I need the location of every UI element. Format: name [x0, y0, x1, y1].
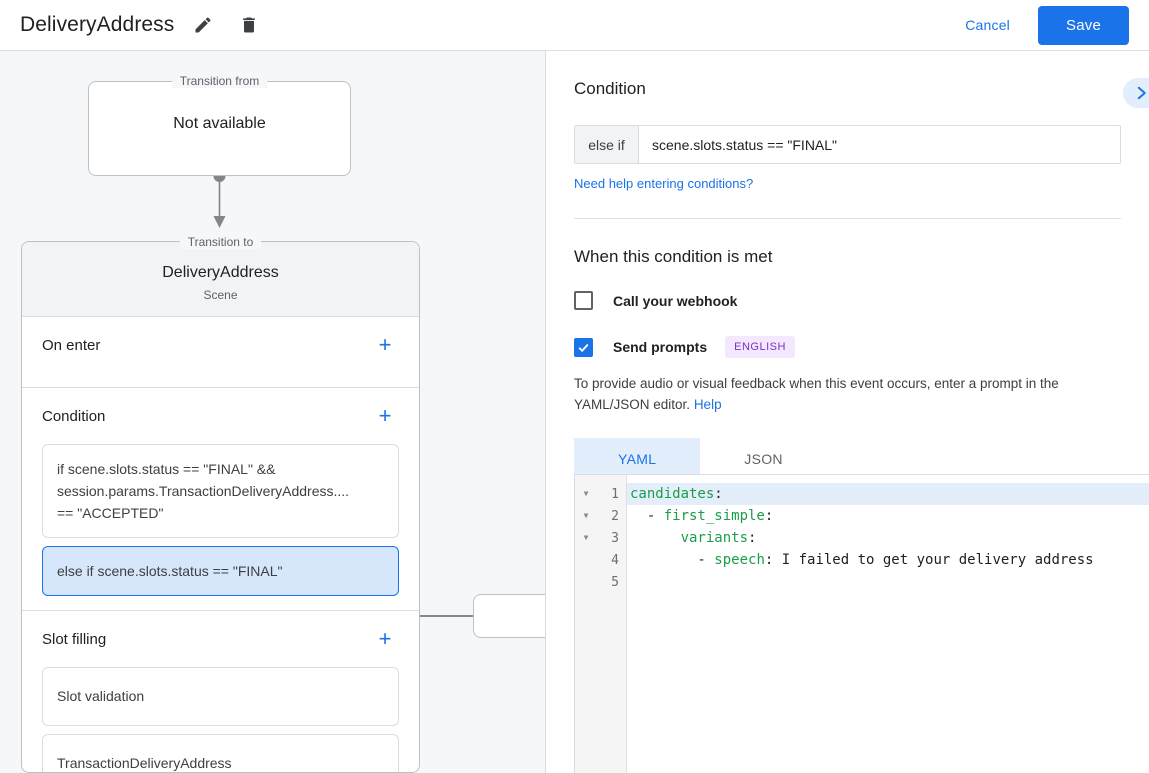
code-token-punct: :: [748, 530, 757, 546]
gutter-row[interactable]: ▼1: [575, 483, 626, 505]
code-line[interactable]: [627, 571, 1149, 593]
connector-arrow-down: [213, 176, 226, 228]
transition-from-node[interactable]: Transition from Not available: [88, 74, 351, 176]
condition-section-title: Condition: [574, 79, 646, 98]
add-slot-button[interactable]: +: [378, 626, 392, 652]
section-condition: Condition + if scene.slots.status == "FI…: [22, 388, 419, 612]
fold-triangle-icon[interactable]: ▼: [583, 511, 589, 520]
line-number: 4: [611, 552, 619, 568]
tab-json[interactable]: JSON: [744, 450, 783, 467]
fold-triangle-icon[interactable]: ▼: [583, 489, 589, 498]
send-prompts-checkbox[interactable]: [574, 337, 593, 357]
when-condition-met-title: When this condition is met: [574, 247, 773, 266]
webhook-row[interactable]: Call your webhook: [574, 291, 1121, 310]
condition-item-if[interactable]: if scene.slots.status == "FINAL" && sess…: [42, 444, 399, 539]
editor-code-area[interactable]: candidates: - first_simple: variants: - …: [627, 475, 1149, 773]
slot-item-transaction-delivery-address[interactable]: TransactionDeliveryAddress: [42, 733, 399, 772]
transition-from-value: Not available: [173, 115, 266, 132]
code-line[interactable]: - first_simple:: [627, 505, 1149, 527]
prompts-description-text: To provide audio or visual feedback when…: [574, 376, 1059, 412]
section-on-enter-title: On enter: [42, 336, 101, 354]
section-condition-head: Condition +: [42, 388, 399, 444]
code-token-punct: :: [714, 486, 723, 502]
chevron-right-icon: [1137, 86, 1146, 100]
code-token-punct: -: [630, 552, 715, 568]
code-token-key: speech: [714, 552, 765, 568]
code-line[interactable]: - speech: I failed to get your delivery …: [627, 549, 1149, 571]
send-prompts-label: Send prompts: [613, 339, 708, 355]
code-line[interactable]: candidates:: [627, 483, 1149, 505]
add-on-enter-button[interactable]: +: [378, 332, 392, 357]
code-token-punct: -: [630, 508, 664, 524]
section-on-enter-head: On enter +: [42, 317, 399, 373]
scene-header: DeliveryAddress Scene: [22, 242, 419, 317]
target-node-partial[interactable]: [473, 594, 545, 638]
transition-from-legend: Transition from: [171, 74, 268, 88]
details-panel: Condition else if Need help entering con…: [545, 51, 1149, 773]
page-title: DeliveryAddress: [20, 13, 175, 36]
tab-yaml[interactable]: YAML: [574, 437, 701, 480]
gutter-row[interactable]: ▼2: [575, 505, 626, 527]
scene-type: Scene: [203, 288, 238, 302]
gutter-row[interactable]: 5: [575, 571, 626, 593]
line-number: 1: [611, 486, 619, 502]
cancel-button[interactable]: Cancel: [953, 8, 1022, 42]
line-number: 3: [611, 530, 619, 546]
code-token-punct: [630, 530, 681, 546]
prompts-description: To provide audio or visual feedback when…: [574, 374, 1121, 416]
trash-icon[interactable]: [232, 8, 266, 42]
language-badge: ENGLISH: [725, 336, 795, 358]
gutter-row[interactable]: 4: [575, 549, 626, 571]
condition-section: Condition else if Need help entering con…: [546, 51, 1149, 219]
code-token-key: candidates: [630, 486, 715, 502]
fold-triangle-icon[interactable]: ▼: [583, 533, 589, 542]
transition-to-node[interactable]: DeliveryAddress Scene On enter + Conditi…: [21, 241, 420, 773]
section-condition-title: Condition: [42, 407, 106, 425]
editor-format-tabs: YAML JSON: [574, 437, 1121, 480]
checkmark-icon: [578, 343, 589, 352]
call-webhook-label: Call your webhook: [613, 292, 738, 309]
section-on-enter: On enter +: [22, 317, 419, 388]
flow-canvas[interactable]: Transition from Not available Transition…: [0, 51, 545, 773]
condition-prefix: else if: [575, 126, 639, 163]
code-token-punct: :: [764, 508, 774, 524]
condition-field[interactable]: else if: [574, 125, 1121, 164]
gutter-row[interactable]: ▼3: [575, 527, 626, 549]
save-button[interactable]: Save: [1038, 5, 1129, 45]
when-condition-met-section: When this condition is met Call your web…: [546, 219, 1149, 480]
condition-help-link[interactable]: Need help entering conditions?: [574, 176, 754, 191]
line-number: 2: [611, 508, 619, 524]
code-token-val: : I failed to get your delivery address: [764, 552, 1094, 568]
condition-item-else-if[interactable]: else if scene.slots.status == "FINAL": [42, 546, 399, 597]
send-prompts-row[interactable]: Send prompts ENGLISH: [574, 336, 1121, 358]
code-token-key: variants: [680, 530, 749, 546]
prompts-help-link[interactable]: Help: [693, 396, 722, 412]
code-token-key: first_simple: [663, 508, 765, 524]
section-slot-filling-title: Slot filling: [42, 630, 107, 648]
condition-input[interactable]: [639, 126, 1120, 163]
add-condition-button[interactable]: +: [378, 403, 392, 428]
slot-item-validation[interactable]: Slot validation: [42, 667, 399, 726]
pencil-icon[interactable]: [186, 8, 220, 42]
line-number: 5: [611, 574, 619, 590]
call-webhook-checkbox[interactable]: [574, 291, 593, 310]
app-header: DeliveryAddress Cancel Save: [0, 0, 1149, 51]
next-panel-button[interactable]: [1123, 78, 1149, 108]
panel-divider: [574, 218, 1121, 219]
scene-name: DeliveryAddress: [162, 264, 279, 281]
code-line[interactable]: variants:: [627, 527, 1149, 549]
section-slot-filling-head: Slot filling +: [42, 611, 399, 667]
section-slot-filling: Slot filling + Slot validation Transacti…: [22, 611, 419, 772]
